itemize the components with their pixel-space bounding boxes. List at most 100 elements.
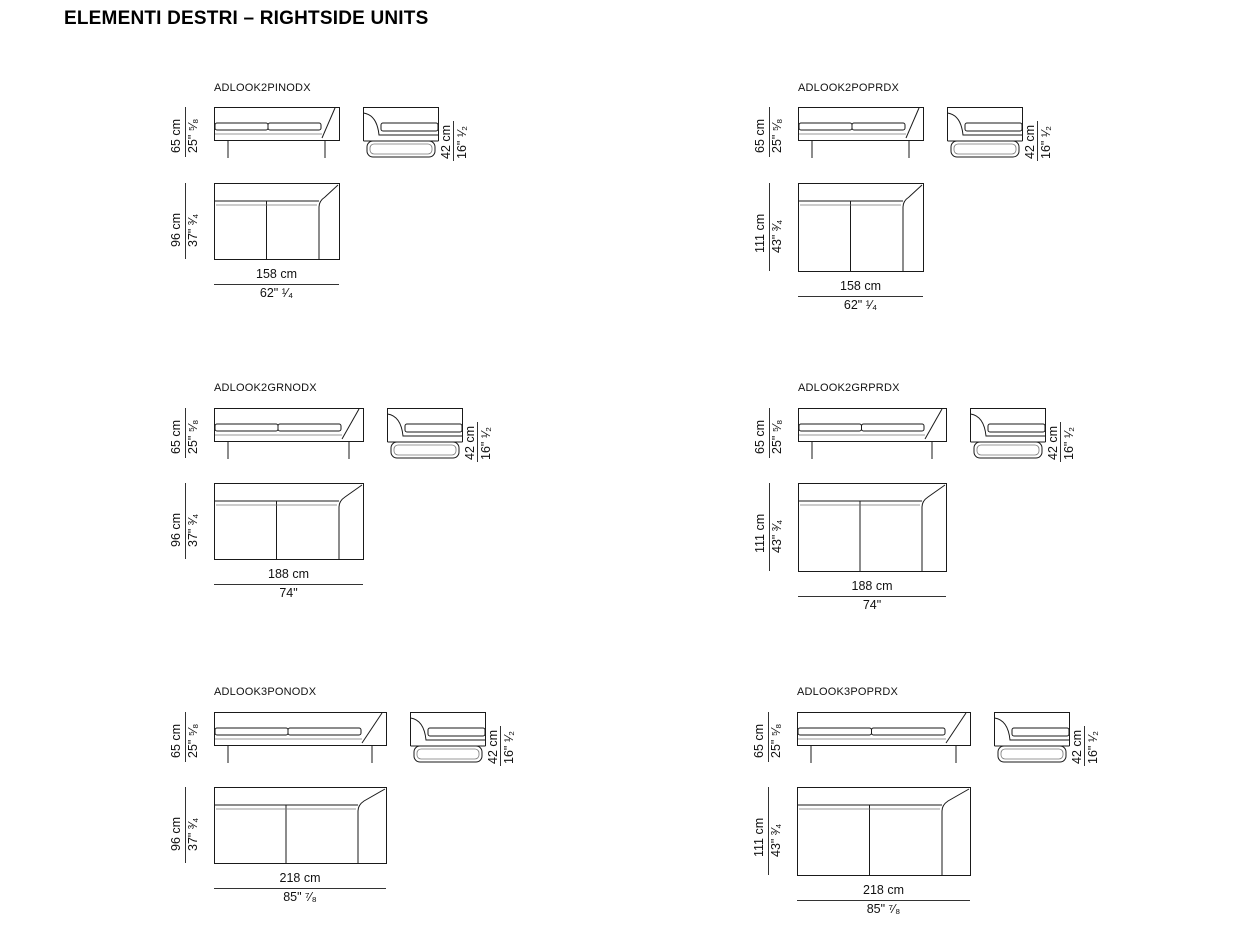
armrest-plan (902, 184, 923, 271)
seat-height-cm-label: 42 cm (1023, 124, 1037, 159)
front-elevation-drawing (797, 712, 971, 763)
sofa-body (798, 408, 947, 442)
front-elevation-drawing (798, 408, 947, 459)
seat-cushion (798, 122, 853, 131)
seat-cushion (851, 122, 906, 131)
side-elevation-drawing (410, 712, 486, 763)
width-dimension-line (797, 900, 970, 901)
depth-inch-label: 37" ³⁄₄ (186, 513, 200, 547)
plan-outline (214, 183, 340, 260)
armrest-plan (921, 484, 946, 571)
backrest-curve (947, 112, 1023, 136)
width-inch-label: 62" ¹⁄₄ (259, 286, 294, 300)
height-cm-label: 65 cm (169, 118, 183, 153)
depth-inch-label: 37" ³⁄₄ (186, 213, 200, 247)
width-cm-label: 188 cm (268, 567, 309, 581)
plan-view-drawing (798, 183, 924, 272)
width-inch-label: 74" (862, 598, 882, 612)
sled-base (997, 745, 1067, 763)
width-dimension-line (214, 888, 386, 889)
product-code: ADLOOK2POPRDX (798, 82, 900, 94)
side-cushion (1011, 727, 1070, 737)
plan-outline (798, 183, 924, 272)
side-elevation-drawing (387, 408, 463, 459)
plan-outline (214, 787, 387, 864)
sofa-body (797, 712, 971, 746)
depth-dimension-line (769, 183, 770, 271)
armrest-plan (941, 788, 970, 875)
side-elevation-drawing (994, 712, 1070, 763)
seat-cushion (267, 122, 322, 131)
depth-dimension-line (185, 183, 186, 259)
side-body (387, 408, 463, 442)
plan-outline (798, 483, 947, 572)
sled-base (950, 140, 1020, 158)
width-cm-label: 218 cm (863, 883, 904, 897)
backrest-curve (387, 413, 463, 437)
backrest-curve (970, 413, 1046, 437)
seat-cushion (214, 423, 279, 432)
width-dimension-line (798, 296, 923, 297)
height-dimension-line (769, 107, 770, 157)
plan-view-drawing (214, 183, 340, 260)
seat-cushion (797, 727, 872, 736)
seat-height-dimension-line (1037, 121, 1038, 161)
side-cushion (380, 122, 439, 132)
height-cm-label: 65 cm (753, 419, 767, 454)
product-code: ADLOOK3PONODX (214, 686, 317, 698)
height-cm-label: 65 cm (169, 723, 183, 758)
product-code: ADLOOK3POPRDX (797, 686, 899, 698)
width-dimension-line (798, 596, 946, 597)
seat-height-inch-label: 16" ¹⁄₂ (1086, 731, 1100, 764)
height-cm-label: 65 cm (753, 118, 767, 153)
sled-base (973, 441, 1043, 459)
depth-cm-label: 111 cm (752, 817, 766, 857)
seat-height-dimension-line (477, 422, 478, 462)
height-cm-label: 65 cm (752, 723, 766, 758)
height-dimension-line (185, 712, 186, 762)
side-cushion (404, 423, 463, 433)
front-elevation-drawing (798, 107, 924, 158)
product-code: ADLOOK2GRPRDX (798, 382, 900, 394)
depth-cm-label: 111 cm (753, 213, 767, 253)
depth-inch-label: 43" ³⁄₄ (770, 519, 784, 553)
side-cushion (987, 423, 1046, 433)
plan-view-drawing (214, 483, 364, 560)
height-dimension-line (185, 408, 186, 458)
height-dimension-line (768, 712, 769, 762)
page-title: ELEMENTI DESTRI – RIGHTSIDE UNITS (64, 8, 429, 29)
sled-base (390, 441, 460, 459)
seat-cushion (277, 423, 342, 432)
armrest-edge (905, 107, 920, 139)
backrest-curve (410, 717, 486, 741)
seat-height-cm-label: 42 cm (439, 124, 453, 159)
armrest-edge (945, 712, 967, 744)
depth-inch-label: 43" ³⁄₄ (770, 219, 784, 253)
depth-cm-label: 111 cm (753, 513, 767, 553)
sofa-body (214, 408, 364, 442)
height-inch-label: 25" ⁵⁄₈ (186, 419, 200, 454)
width-inch-label: 85" ⁷⁄₈ (283, 890, 317, 904)
width-cm-label: 158 cm (256, 267, 297, 281)
height-cm-label: 65 cm (169, 419, 183, 454)
seat-height-dimension-line (1060, 422, 1061, 462)
seat-height-inch-label: 16" ¹⁄₂ (479, 427, 493, 460)
width-inch-label: 62" ¹⁄₄ (843, 298, 878, 312)
height-inch-label: 25" ⁵⁄₈ (186, 723, 200, 758)
product-code: ADLOOK2GRNODX (214, 382, 317, 394)
front-elevation-drawing (214, 107, 340, 158)
width-inch-label: 85" ⁷⁄₈ (866, 902, 901, 916)
sled-base (413, 745, 483, 763)
armrest-edge (341, 408, 360, 440)
depth-dimension-line (185, 787, 186, 863)
height-inch-label: 25" ⁵⁄₈ (186, 118, 200, 153)
width-cm-label: 188 cm (851, 579, 893, 593)
side-cushion (964, 122, 1023, 132)
depth-cm-label: 96 cm (169, 512, 183, 547)
seat-height-cm-label: 42 cm (463, 425, 477, 460)
seat-cushion (214, 122, 269, 131)
armrest-edge (924, 408, 943, 440)
seat-height-inch-label: 16" ¹⁄₂ (455, 126, 469, 159)
width-inch-label: 74" (279, 586, 298, 600)
plan-view-drawing (797, 787, 971, 876)
